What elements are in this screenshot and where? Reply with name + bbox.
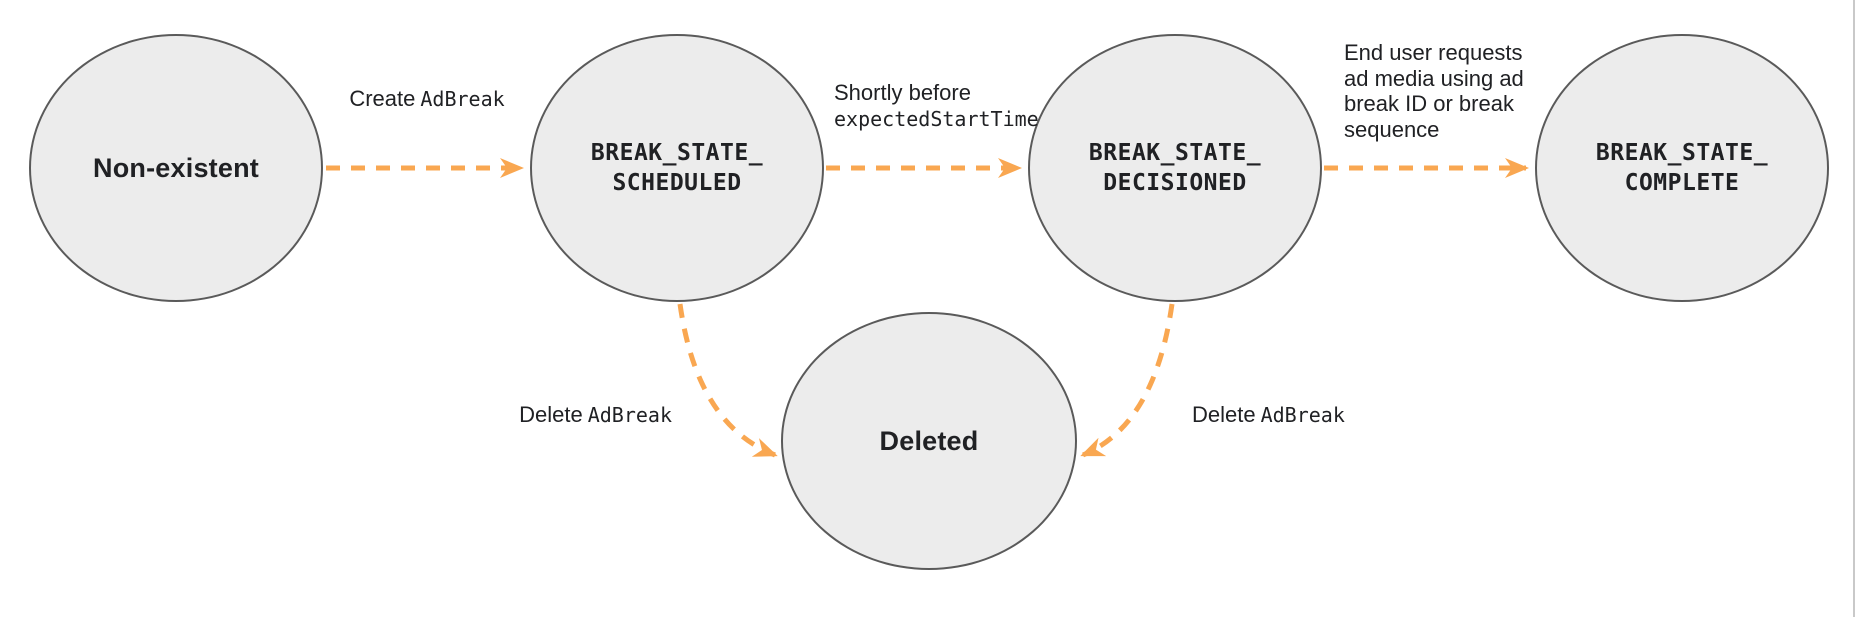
label-text: Shortly before — [834, 80, 971, 105]
label-code: AdBreak — [587, 403, 672, 427]
state-label-line2: DECISIONED — [1103, 170, 1247, 196]
label-text: Delete — [519, 402, 583, 427]
state-break-state-scheduled: BREAK_STATE_ SCHEDULED — [530, 34, 824, 302]
label-code: expectedStartTime — [834, 107, 1039, 131]
arrow-delete-adbreak-from-scheduled — [677, 303, 778, 458]
label-line4: sequence — [1344, 116, 1440, 142]
label-code: AdBreak — [1260, 403, 1345, 427]
state-label-line1: BREAK_STATE_ — [590, 140, 764, 166]
state-label: Deleted — [879, 426, 979, 456]
arrow-delete-adbreak-from-decisioned — [1080, 303, 1175, 458]
state-label-line2: SCHEDULED — [612, 170, 742, 196]
transition-label-end-user-requests: End user requests ad media using ad brea… — [1344, 40, 1554, 142]
state-label-line2: COMPLETE — [1624, 170, 1740, 196]
label-code: AdBreak — [420, 87, 505, 111]
label-text: Delete — [1192, 402, 1256, 427]
state-break-state-decisioned: BREAK_STATE_ DECISIONED — [1028, 34, 1322, 302]
label-line2: ad media using ad — [1344, 65, 1524, 91]
state-label-line1: BREAK_STATE_ — [1595, 140, 1769, 166]
state-label: Non-existent — [93, 153, 259, 183]
label-line1: End user requests — [1344, 40, 1523, 65]
state-non-existent: Non-existent — [29, 34, 323, 302]
state-deleted: Deleted — [781, 312, 1077, 570]
label-text: Create — [349, 86, 416, 111]
label-line3: break ID or break — [1344, 91, 1514, 116]
transition-label-shortly-before: Shortly before expectedStartTime — [834, 80, 1039, 132]
page-right-border — [1853, 0, 1855, 617]
state-break-state-complete: BREAK_STATE_ COMPLETE — [1535, 34, 1829, 302]
state-label-line1: BREAK_STATE_ — [1088, 140, 1262, 166]
